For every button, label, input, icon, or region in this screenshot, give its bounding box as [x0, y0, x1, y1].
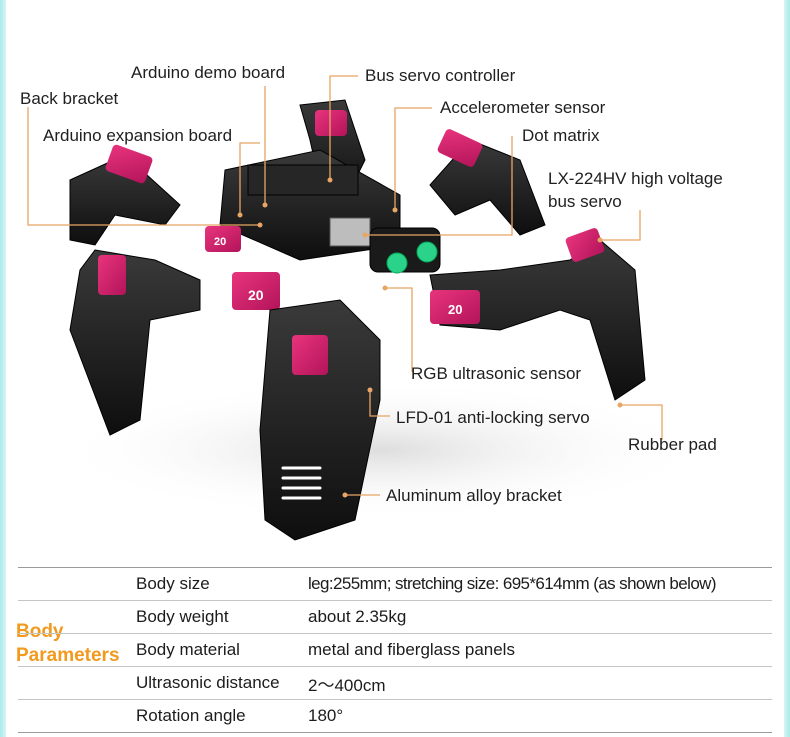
- params-table: Body size leg:255mm; stretching size: 69…: [18, 567, 772, 733]
- dot-matrix-module: [329, 217, 371, 247]
- params-row: Body size leg:255mm; stretching size: 69…: [18, 568, 772, 601]
- params-row: Rotation angle 180°: [18, 700, 772, 733]
- left-frame-border: [0, 0, 6, 737]
- callout-leader-lines: [27, 75, 663, 496]
- params-row: Body weight about 2.35kg: [18, 601, 772, 634]
- callout-aluminum-alloy-bracket: Aluminum alloy bracket: [386, 486, 562, 505]
- params-row: Body material metal and fiberglass panel…: [18, 634, 772, 667]
- product-illustration: 20 20 20: [20, 63, 723, 541]
- callout-back-bracket: Back bracket: [20, 89, 119, 108]
- params-label: Body material: [136, 640, 240, 659]
- params-value: metal and fiberglass panels: [308, 640, 515, 659]
- callout-lx224hv-line2: bus servo: [548, 192, 622, 211]
- params-value: about 2.35kg: [308, 607, 407, 626]
- params-label: Body size: [136, 574, 210, 593]
- leg-middle-right: 20: [429, 228, 646, 401]
- leg-back-right: [429, 129, 546, 236]
- params-label: Ultrasonic distance: [136, 673, 280, 692]
- callout-rubber-pad: Rubber pad: [628, 435, 717, 454]
- leg-front-center: [259, 299, 381, 541]
- params-row: Ultrasonic distance 2～400cm: [18, 667, 772, 700]
- svg-text:20: 20: [214, 236, 226, 248]
- svg-text:20: 20: [248, 287, 264, 303]
- callout-accelerometer-sensor: Accelerometer sensor: [440, 98, 606, 117]
- svg-text:20: 20: [448, 302, 462, 317]
- servo-20-left: [232, 272, 280, 310]
- ultrasonic-sensor: [369, 227, 441, 274]
- params-title-line1: Body: [16, 621, 64, 642]
- params-label: Rotation angle: [136, 706, 246, 725]
- right-frame-border: [784, 0, 790, 737]
- servo-20-front: [205, 226, 241, 252]
- params-title-line2: Parameters: [16, 645, 120, 666]
- hexapod-robot-drawing: 20 20 20: [27, 75, 710, 541]
- callout-bus-servo-controller: Bus servo controller: [365, 66, 516, 85]
- params-section-title: Body Parameters: [16, 620, 134, 668]
- leg-middle-left: 20: [69, 249, 280, 436]
- params-value: 2～400cm: [308, 675, 386, 695]
- params-value: leg:255mm; stretching size: 695*614mm (a…: [308, 574, 717, 593]
- ground-shadow: [50, 380, 710, 520]
- callout-lx224hv-line1: LX-224HV high voltage: [548, 169, 723, 188]
- params-value: 180°: [308, 706, 344, 725]
- callout-arduino-demo-board: Arduino demo board: [131, 63, 286, 82]
- callout-leader-dots: [237, 177, 623, 498]
- callout-arduino-expansion-board: Arduino expansion board: [43, 126, 233, 145]
- callout-rgb-ultrasonic-sensor: RGB ultrasonic sensor: [411, 364, 582, 383]
- callout-lfd01-servo: LFD-01 anti-locking servo: [396, 408, 590, 427]
- leg-back-left: [69, 144, 181, 246]
- servo-20-right: [430, 290, 480, 324]
- params-label: Body weight: [136, 607, 229, 626]
- callout-dot-matrix: Dot matrix: [522, 126, 600, 145]
